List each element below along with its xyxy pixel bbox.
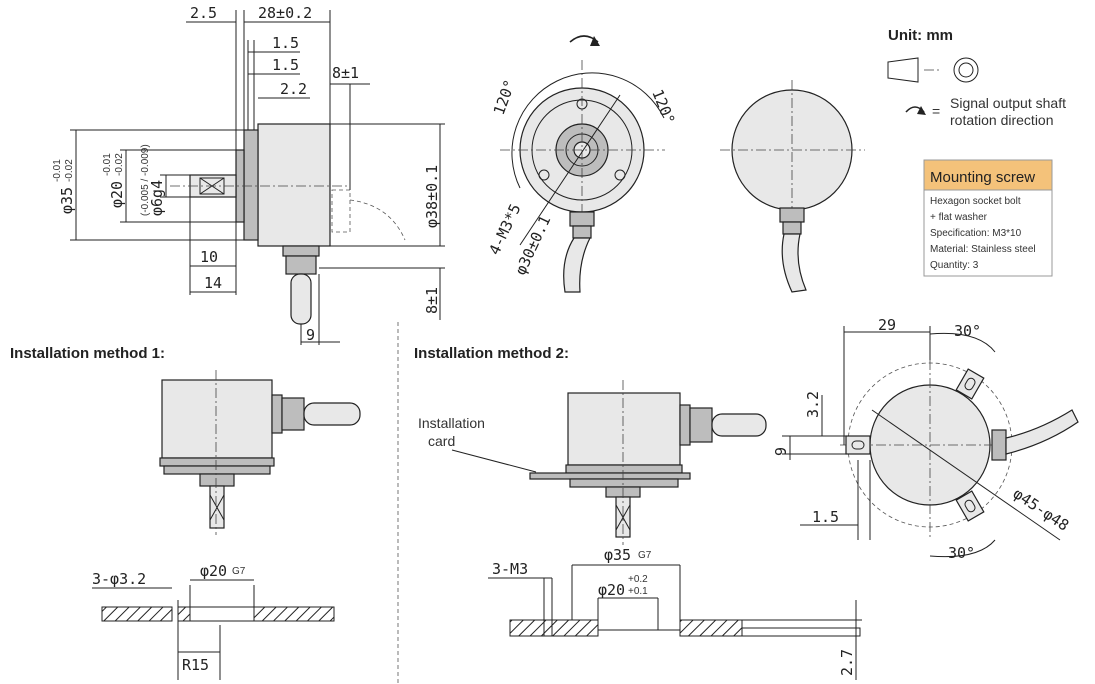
dim-1-5a: 1.5 bbox=[272, 34, 299, 52]
mounting-screw-line-3: Specification: M3*10 bbox=[930, 228, 1022, 239]
encoder-body-side bbox=[257, 123, 331, 247]
mounting-screw-line-1: Hexagon socket bolt bbox=[930, 196, 1021, 207]
front-holes: 4-M3*5 bbox=[485, 201, 524, 258]
cone-symbol-icon bbox=[887, 57, 919, 83]
unit-label: Unit: mm bbox=[888, 27, 953, 44]
install1-radius: R15 bbox=[182, 656, 209, 674]
card-d9: 9 bbox=[772, 447, 790, 456]
legend-rotation-icon bbox=[917, 106, 926, 115]
legend-equals: = bbox=[932, 103, 940, 119]
card-d1-5: 1.5 bbox=[812, 508, 839, 526]
install2-bore-inner-tol-up: +0.2 bbox=[628, 574, 648, 585]
dim-10: 10 bbox=[200, 248, 218, 266]
install2-bore-inner: φ20 bbox=[598, 581, 625, 599]
card-d29: 29 bbox=[878, 316, 896, 334]
card-view: 29 30° 30° 3.2 9 1.5 φ45-φ48 bbox=[772, 316, 1079, 562]
mounting-screw-line-2: + flat washer bbox=[930, 212, 988, 223]
dim-35: φ35 bbox=[58, 187, 76, 214]
rotation-arrow-icon bbox=[590, 36, 600, 46]
install2-thread: 3-M3 bbox=[492, 560, 528, 578]
install2-bore-outer: φ35 bbox=[604, 546, 631, 564]
installation-card-shape bbox=[529, 472, 691, 480]
front-view: 120° 120° 4-M3*5 φ30±0.1 bbox=[485, 35, 679, 293]
dim-20-tol-up: -0.01 bbox=[102, 153, 113, 176]
install1-bore: φ20 bbox=[200, 562, 227, 580]
installation-1: Installation method 1: 3-φ3.2 φ20 G7 R15 bbox=[10, 345, 361, 680]
dim-35-tol-up: -0.01 bbox=[52, 159, 63, 182]
dim-20-tol-dn: -0.02 bbox=[114, 153, 125, 176]
install2-bore-outer-tol: G7 bbox=[638, 550, 652, 561]
legend: Unit: mm = Signal output shaft rotation … bbox=[887, 27, 1066, 128]
installation-1-title: Installation method 1: bbox=[10, 345, 165, 362]
mounting-screw-title: Mounting screw bbox=[930, 169, 1035, 186]
angle-right: 120° bbox=[648, 87, 678, 127]
dim-38: φ38±0.1 bbox=[423, 165, 441, 228]
legend-text-2: rotation direction bbox=[950, 112, 1054, 128]
dim-6-tol: (-0.005 / -0.009) bbox=[140, 144, 151, 216]
dim-35-tol-dn: -0.02 bbox=[64, 159, 75, 182]
legend-text-1: Signal output shaft bbox=[950, 95, 1066, 111]
dim-1-5b: 1.5 bbox=[272, 56, 299, 74]
card-label-1: Installation bbox=[418, 415, 485, 431]
card-a30-bottom: 30° bbox=[948, 544, 975, 562]
install1-bore-tol: G7 bbox=[232, 566, 246, 577]
mounting-screw-line-4: Material: Stainless steel bbox=[930, 244, 1036, 255]
dim-2-2: 2.2 bbox=[280, 80, 307, 98]
card-a30-top: 30° bbox=[954, 322, 981, 340]
install2-depth: 2.7 bbox=[838, 649, 856, 676]
dim-6: φ6g4 bbox=[148, 180, 166, 216]
dim-8-bottom: 8±1 bbox=[423, 287, 441, 314]
dim-8-top: 8±1 bbox=[332, 64, 359, 82]
side-view: 2.5 28±0.2 1.5 1.5 2.2 8±1 10 14 9 φ38±0… bbox=[52, 4, 445, 345]
dim-2-5: 2.5 bbox=[190, 4, 217, 22]
mounting-screw-box: Mounting screw Hexagon socket bolt + fla… bbox=[923, 159, 1053, 277]
dim-14: 14 bbox=[204, 274, 222, 292]
installation-2-title: Installation method 2: bbox=[414, 345, 569, 362]
flange-side bbox=[243, 129, 259, 241]
dim-9: 9 bbox=[306, 326, 315, 344]
installation-2: Installation method 2: Installation card… bbox=[414, 345, 862, 680]
angle-left: 120° bbox=[490, 77, 519, 117]
mounting-screw-line-5: Quantity: 3 bbox=[930, 260, 979, 271]
dim-20: φ20 bbox=[108, 181, 126, 208]
dim-28: 28±0.2 bbox=[258, 4, 312, 22]
install1-holes: 3-φ3.2 bbox=[92, 570, 146, 588]
card-d3-2: 3.2 bbox=[804, 391, 822, 418]
rear-view bbox=[720, 80, 865, 293]
card-label-2: card bbox=[428, 433, 455, 449]
install2-bore-inner-tol-dn: +0.1 bbox=[628, 586, 648, 597]
circle-symbol-icon bbox=[953, 57, 979, 83]
